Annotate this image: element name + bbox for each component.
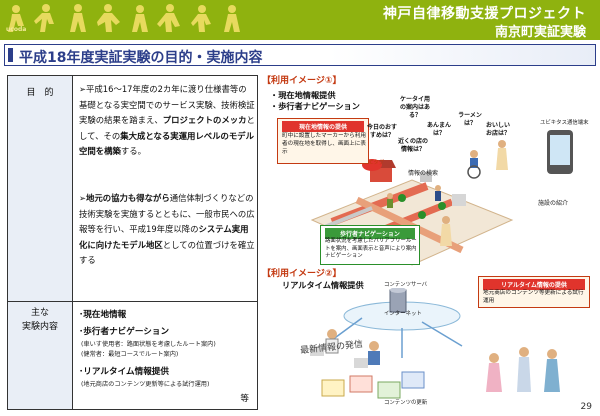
callout-realtime-body: 地元商店のコンテンツ等更新による試行運用 <box>483 290 584 304</box>
paragraph-run: 地元の協力も得ながら <box>86 193 170 203</box>
bubble-ramen: ラーメンは？ <box>458 112 482 127</box>
content-update-label: コンテンツの更新 <box>384 400 428 406</box>
bubble-nearby: 近くの店の情報は？ <box>398 138 429 153</box>
usage-image-1-heading: 【利用イメージ①】 <box>262 76 342 86</box>
caption-facility: 施設の紹介 <box>538 200 569 207</box>
internet-label: インターネット <box>384 311 422 317</box>
purpose-paragraph-1: ➢平成16～17年度の2カ年に渡り仕様書等の基礎となる実空間でのサービス実験、技… <box>79 82 255 160</box>
caption-search: 情報の検索 <box>408 170 439 177</box>
bubble-mobile-guide: ケータイ用の案内はある？ <box>399 96 430 119</box>
note-local-shops: (地元商店のコンテンツ更新等による試行運用) <box>81 381 210 388</box>
purpose-label: 目 的 <box>26 88 54 98</box>
paragraph-run: プロジェクトのメッカ <box>162 115 247 125</box>
runner-silhouettes-icon <box>8 4 240 32</box>
usage-image-1-illustration <box>310 130 573 266</box>
callout-location-title: 現在地情報の提供 <box>282 121 364 132</box>
marker-label: ICタグ <box>368 160 385 166</box>
usage-image-2-heading: 【利用イメージ②】 <box>262 269 342 279</box>
paragraph-run: 集大成となる実運用レベルのモデル空間を構築 <box>79 130 254 157</box>
paragraph-run: ➢ <box>79 193 87 203</box>
purpose-label-cell: 目 的 <box>8 76 73 301</box>
note-ablebodied: (健常者：最短コースでルート案内) <box>81 351 179 358</box>
paragraph-run: ➢ <box>79 84 87 94</box>
phone-label: ユビキタス通信端末 <box>540 120 589 126</box>
contents-label-a: 主な <box>30 308 49 318</box>
content-table: 目 的 ➢平成16～17年度の2カ年に渡り仕様書等の基礎となる実空間でのサービス… <box>7 75 258 410</box>
callout-location-body: 町中に設置したマーカーから利用者の現在地を取得し、画面上に表示 <box>282 133 366 155</box>
callout-navigation-box: 歩行者ナビゲーション 路面状況を考慮したバリアフリールートを案内、画面表示と音声… <box>320 225 420 265</box>
page-title: 平成18年度実証実験の目的・実施内容 <box>19 50 263 66</box>
paragraph-run: 平成16～17年度の2カ年に渡り仕様書等の基礎となる実空間でのサービス実験、技術… <box>79 84 255 125</box>
usage-image-2-illustration <box>310 288 560 399</box>
callout-realtime-title: リアルタイム情報の提供 <box>483 279 585 290</box>
callout-navigation-title: 歩行者ナビゲーション <box>325 228 415 239</box>
title-marker <box>8 48 13 62</box>
server-label: コンテンツサーバ <box>384 282 428 288</box>
paragraph-run: する。 <box>120 146 146 156</box>
paragraph-run: 通信体制づくりなどの技術実験を実施するとともに、一般市民への広報等を行い、平成1… <box>79 193 255 234</box>
header-band: ucoda 神戸自律移動支援プロジェクト 南京町実証実験 <box>0 0 600 40</box>
contents-body-cell: ･現在地情報 ･歩行者ナビゲーション (車いす使用者：路面状態を考慮したルート案… <box>73 301 257 409</box>
paragraph-run: システム実用化に向けたモデル地区 <box>79 224 249 250</box>
purpose-paragraph-2: ➢地元の協力も得ながら通信体制づくりなどの技術実験を実施するとともに、一般市民へ… <box>79 191 255 269</box>
purpose-body-cell: ➢平成16～17年度の2カ年に渡り仕様書等の基礎となる実空間でのサービス実験、技… <box>73 76 257 301</box>
project-name: 神戸自律移動支援プロジェクト <box>383 6 586 22</box>
usage-2-bullet-realtime: リアルタイム情報提供 <box>282 280 364 290</box>
item-realtime-info: ･リアルタイム情報提供 <box>79 367 169 377</box>
page-number: 29 <box>580 402 592 412</box>
experiment-name: 南京町実証実験 <box>494 25 586 40</box>
title-bar: 平成18年度実証実験の目的・実施内容 <box>4 44 596 66</box>
paragraph-run: としての位置づけを確立する <box>79 239 255 266</box>
etc-mark: 等 <box>240 394 249 404</box>
usage-1-bullet-location: ・現在地情報提供 <box>270 90 336 100</box>
contents-label-b: 実験内容 <box>21 322 58 332</box>
item-pedestrian-navigation: ･歩行者ナビゲーション <box>79 327 170 337</box>
contents-label-cell: 主な 実験内容 <box>8 301 73 409</box>
bubble-anman: あんまんは？ <box>426 122 451 137</box>
callout-location-box: 現在地情報の提供 町中に設置したマーカーから利用者の現在地を取得し、画面上に表示 <box>277 118 369 164</box>
bubble-recommend: 今日のおすすめは？ <box>367 124 398 139</box>
note-wheelchair: (車いす使用者：路面状態を考慮したルート案内) <box>81 341 216 348</box>
callout-realtime-box: リアルタイム情報の提供 地元商店のコンテンツ等更新による試行運用 <box>478 276 590 308</box>
bubble-tasty: おいしいお店は？ <box>485 122 510 137</box>
usage-1-bullet-navigation: ・歩行者ナビゲーション <box>270 101 360 111</box>
item-location-info: ･現在地情報 <box>79 310 127 320</box>
logo-text: ucoda <box>6 26 27 33</box>
paragraph-run: として、その <box>79 115 255 141</box>
callout-navigation-body: 路面状況を考慮したバリアフリールートを案内、画面表示と音声により案内ナビゲーショ… <box>325 238 417 259</box>
